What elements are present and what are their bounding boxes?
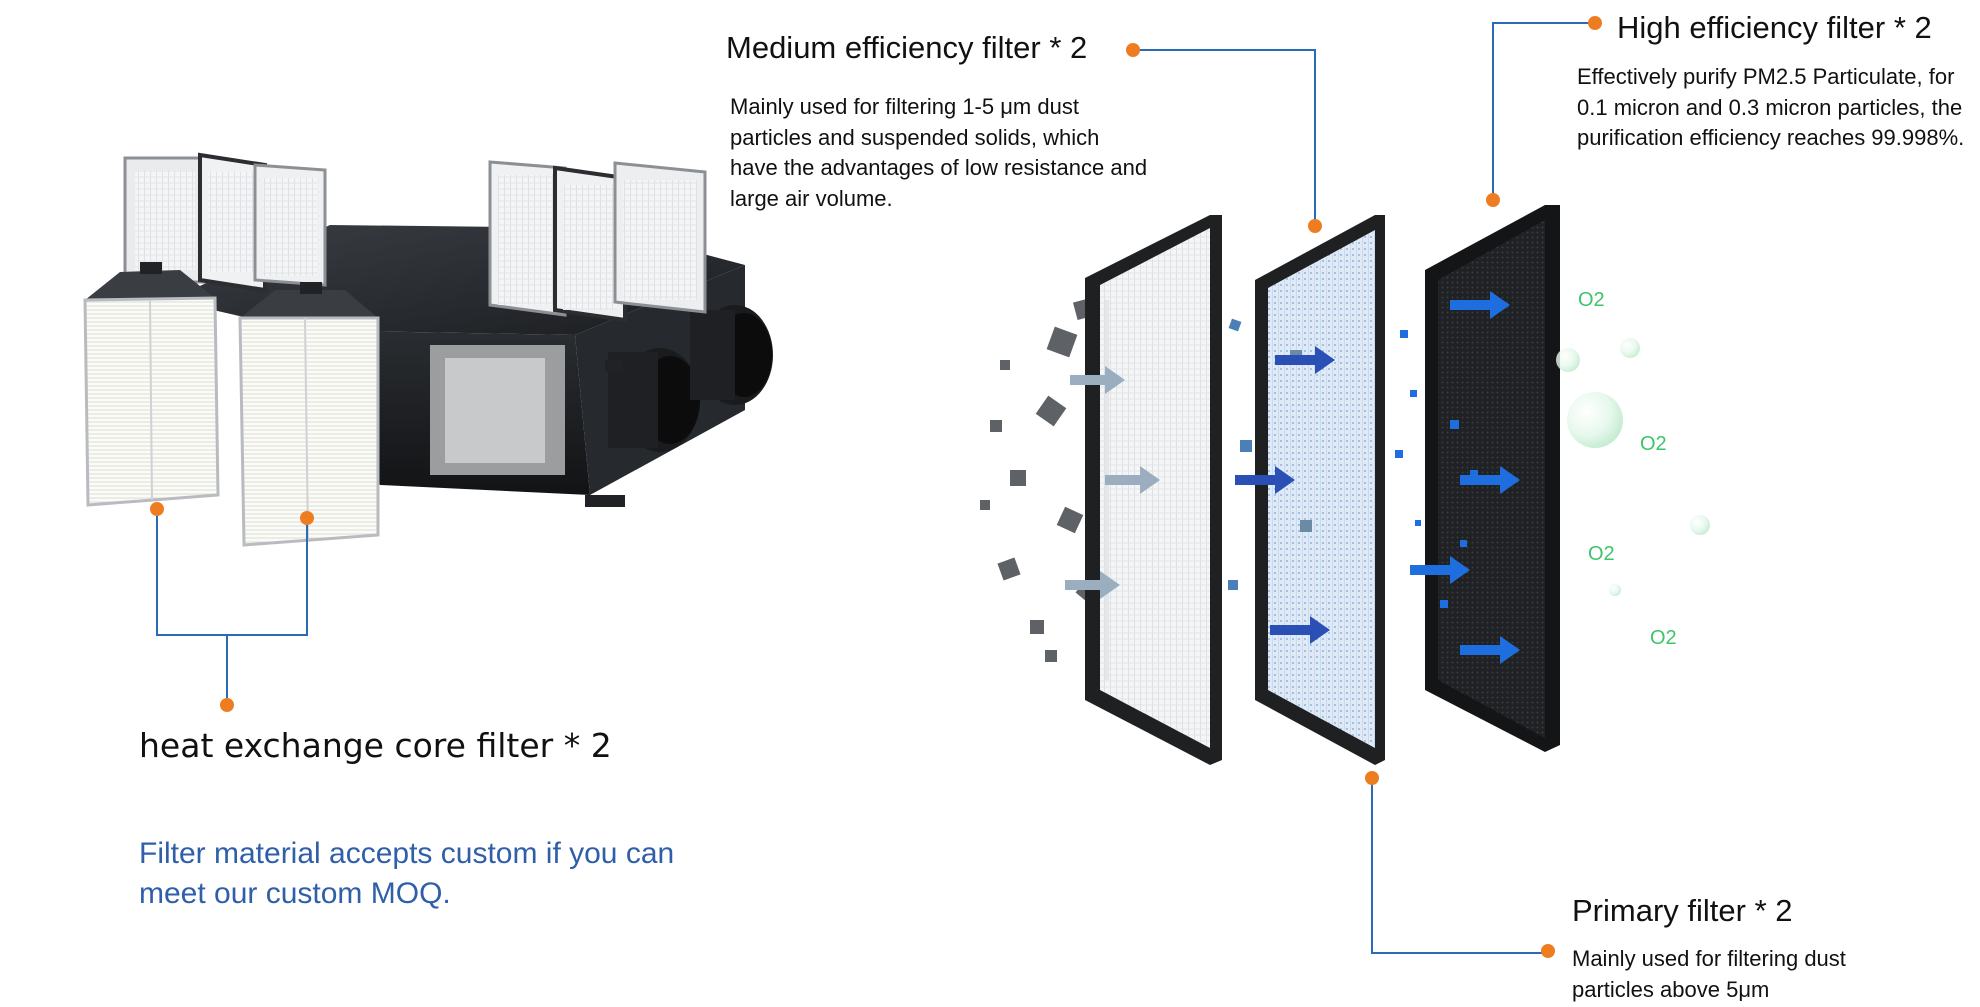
o2-bubble-icon [1567, 392, 1623, 448]
o2-bubble-icon [1620, 338, 1640, 358]
clean-air-bubbles: O2 O2 O2 O2 [1556, 289, 1710, 649]
o2-bubble-icon [1690, 515, 1710, 535]
callout-dot [220, 698, 234, 712]
callout-dot [300, 511, 314, 525]
medium-filter [1255, 215, 1385, 765]
ventilation-unit-illustration [83, 152, 773, 547]
panel-filter [253, 163, 327, 287]
o2-label: O2 O2 O2 O2 [1578, 289, 1677, 649]
callout-dot [1365, 771, 1379, 785]
callout-line [1371, 778, 1548, 954]
panel-filter [553, 165, 627, 323]
airflow-arrow-icon [1070, 366, 1125, 394]
callout-dot [1308, 219, 1322, 233]
callout-dot [1588, 16, 1602, 30]
medium-filter-title: Medium efficiency filter * 2 [726, 30, 1088, 65]
primary-filter-description: Mainly used for filtering dust particles… [1572, 946, 1846, 1002]
svg-text:O2: O2 [1650, 627, 1677, 649]
callout-dot [1541, 944, 1555, 958]
callout-dot [1126, 43, 1140, 57]
high-filter-title: High efficiency filter * 2 [1617, 10, 1932, 45]
airflow-arrow-icon [1460, 636, 1520, 664]
airflow-arrow-icon [1275, 346, 1335, 374]
heat-core-title: heat exchange core filter * 2 [139, 726, 612, 765]
callout-line [156, 509, 308, 636]
o2-bubble-icon [1609, 584, 1621, 596]
svg-text:O2: O2 [1640, 433, 1667, 455]
duct-collar-left [608, 348, 700, 452]
callout-dot [150, 502, 164, 516]
airflow-arrow-icon [1065, 571, 1120, 599]
high-filter-description: Effectively purify PM2.5 Particulate, fo… [1577, 64, 1965, 150]
primary-filter-title: Primary filter * 2 [1572, 893, 1793, 928]
svg-text:O2: O2 [1578, 289, 1605, 311]
airflow-arrow-icon [1410, 556, 1470, 584]
airflow-arrow-icon [1450, 291, 1510, 319]
duct-collar-right [690, 305, 773, 405]
heat-exchange-core [238, 282, 380, 547]
panel-filter [123, 156, 207, 284]
airflow-arrows [1065, 291, 1520, 664]
callout-dot [1486, 193, 1500, 207]
callout-heat-core [150, 502, 314, 712]
callout-high [1486, 16, 1602, 207]
airflow-arrow-icon [1105, 466, 1160, 494]
panel-filter [198, 152, 267, 293]
heat-exchange-core [83, 262, 220, 507]
custom-moq-note: Filter material accepts custom if you ca… [139, 837, 675, 910]
airflow-arrow-icon [1460, 466, 1520, 494]
o2-bubble-icon [1556, 348, 1580, 372]
panel-filter [613, 161, 707, 314]
ultra-fine-particles [1395, 330, 1478, 608]
callout-primary [1365, 771, 1555, 958]
airflow-arrow-icon [1270, 616, 1330, 644]
svg-text:O2: O2 [1588, 543, 1615, 565]
primary-filter [1085, 215, 1222, 765]
airflow-arrow-icon [1235, 466, 1295, 494]
panel-filter [488, 160, 567, 317]
callout-medium [1126, 43, 1322, 233]
medium-filter-description: Mainly used for filtering 1-5 μm dust pa… [730, 94, 1148, 211]
callout-line [1133, 49, 1316, 226]
callout-line [1492, 22, 1595, 200]
